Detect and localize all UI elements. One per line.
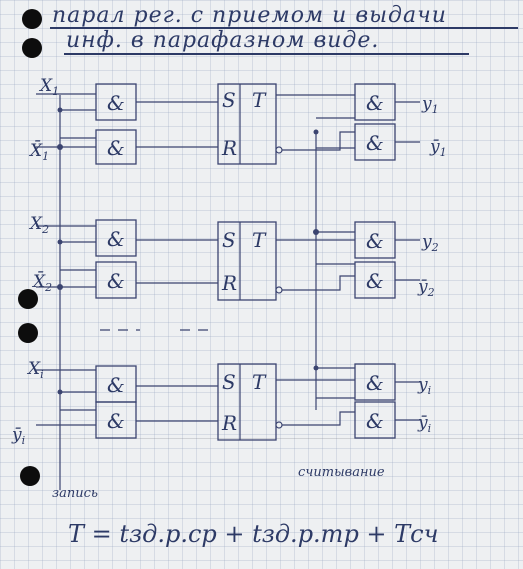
register-bit-2: & & S R T & & <box>36 219 420 301</box>
binder-hole <box>18 323 38 343</box>
gate-label: & <box>107 409 125 433</box>
read-bus-label: считывание <box>298 465 385 480</box>
title-underline <box>50 27 518 29</box>
trigger <box>217 83 277 165</box>
trigger-r-label: R <box>221 136 237 160</box>
page-fold-line <box>0 438 523 439</box>
gate-label: & <box>107 269 125 293</box>
output-label: ȳi <box>417 413 431 435</box>
write-bus-label: запись <box>52 486 98 501</box>
binder-hole <box>20 466 40 486</box>
gate-label: & <box>366 229 384 253</box>
trigger-t-label: T <box>252 370 267 394</box>
register-bit-i: & & S R T & & <box>36 363 420 441</box>
and-gate <box>95 261 137 299</box>
and-gate <box>95 219 137 257</box>
gate-label: & <box>107 227 125 251</box>
input-label: X̄1 <box>28 139 49 163</box>
input-label: ȳi <box>11 425 25 447</box>
title-underline <box>64 53 469 55</box>
input-label: X2 <box>28 214 49 236</box>
gate-label: & <box>366 409 384 433</box>
output-label: y1 <box>421 94 439 116</box>
output-label: ȳ1 <box>429 137 447 159</box>
and-gate <box>95 401 137 439</box>
timing-formula: T = tзд.р.ср + tзд.р.тр + Тсч <box>68 520 439 548</box>
binder-hole <box>22 38 42 58</box>
trigger-s-label: S <box>222 228 236 252</box>
input-label: X̄2 <box>31 270 52 294</box>
output-label: ȳ2 <box>417 277 435 299</box>
input-label: Xi <box>26 359 44 381</box>
binder-hole <box>22 9 42 29</box>
trigger-r-label: R <box>221 411 237 435</box>
gate-label: & <box>366 371 384 395</box>
trigger-t-label: T <box>252 88 267 112</box>
trigger <box>217 221 277 301</box>
gate-label: & <box>366 91 384 115</box>
title-line-2: инф. в парафазном виде. <box>66 28 380 53</box>
trigger-s-label: S <box>222 370 236 394</box>
gate-label: & <box>107 373 125 397</box>
gate-label: & <box>366 131 384 155</box>
trigger <box>217 363 277 441</box>
output-label: y2 <box>421 232 439 254</box>
binder-hole <box>18 289 38 309</box>
gate-label: & <box>107 136 125 160</box>
gate-label: & <box>366 269 384 293</box>
gate-label: & <box>107 91 125 115</box>
trigger-r-label: R <box>221 271 237 295</box>
title-line-1: парал рег. с приемом и выдачи <box>52 3 447 28</box>
trigger-s-label: S <box>222 88 236 112</box>
register-bit-1: & & S R T & & <box>36 83 420 165</box>
output-label: yi <box>417 375 431 397</box>
trigger-t-label: T <box>252 228 267 252</box>
input-label: X1 <box>38 76 59 98</box>
